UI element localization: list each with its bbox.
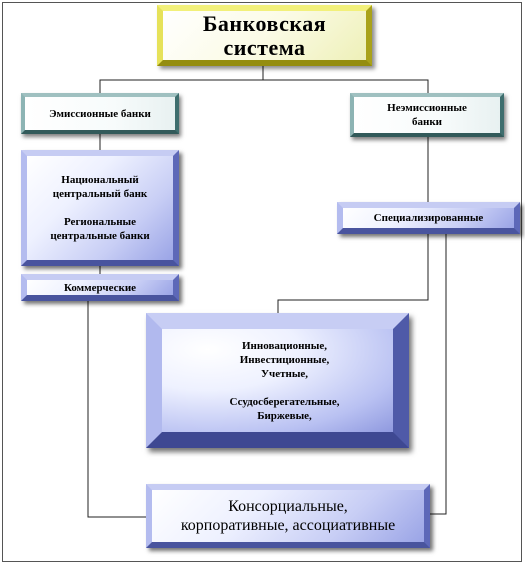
consortium-box: Консорциальные, корпоративные, ассоциати…	[146, 484, 430, 548]
diagram-frame	[2, 2, 522, 562]
emission-banks-label: Эмиссионные банки	[49, 107, 151, 120]
regional-central-banks-label: Региональные центральные банки	[50, 216, 150, 242]
central-banks-box: Национальный центральный банк Региональн…	[21, 150, 179, 266]
non-emission-banks-box: Неэмиссионные банки	[350, 93, 504, 137]
type-investment: Инвестиционные,	[239, 353, 330, 366]
commercial-box: Коммерческие	[21, 274, 179, 301]
connector-specialized-consortium	[430, 234, 447, 515]
specialized-box: Специализированные	[337, 202, 520, 234]
consortium-line1: Консорциальные,	[228, 498, 348, 515]
connector-top-bar	[99, 79, 429, 93]
connector-commercial-consortium	[87, 300, 146, 518]
bank-types-box: Инновационные, Инвестиционные, Учетные, …	[146, 313, 409, 448]
consortium-line2: корпоративные, ассоциативные	[180, 517, 396, 534]
emission-banks-box: Эмиссионные банки	[21, 93, 179, 134]
connector-specialized-types	[277, 234, 429, 313]
specialized-label: Специализированные	[373, 212, 484, 224]
type-accounting: Учетные,	[260, 367, 309, 380]
type-savings-loan: Ссудосберегательные,	[229, 395, 340, 408]
national-central-bank-label: Национальный центральный банк	[52, 174, 148, 200]
title-text: Банковская система	[202, 10, 327, 60]
type-exchange: Биржевые,	[257, 409, 312, 422]
non-emission-banks-label: Неэмиссионные банки	[387, 102, 467, 128]
commercial-label: Коммерческие	[63, 281, 137, 294]
type-innovative: Инновационные,	[242, 339, 327, 352]
title-box: Банковская система	[157, 5, 372, 66]
